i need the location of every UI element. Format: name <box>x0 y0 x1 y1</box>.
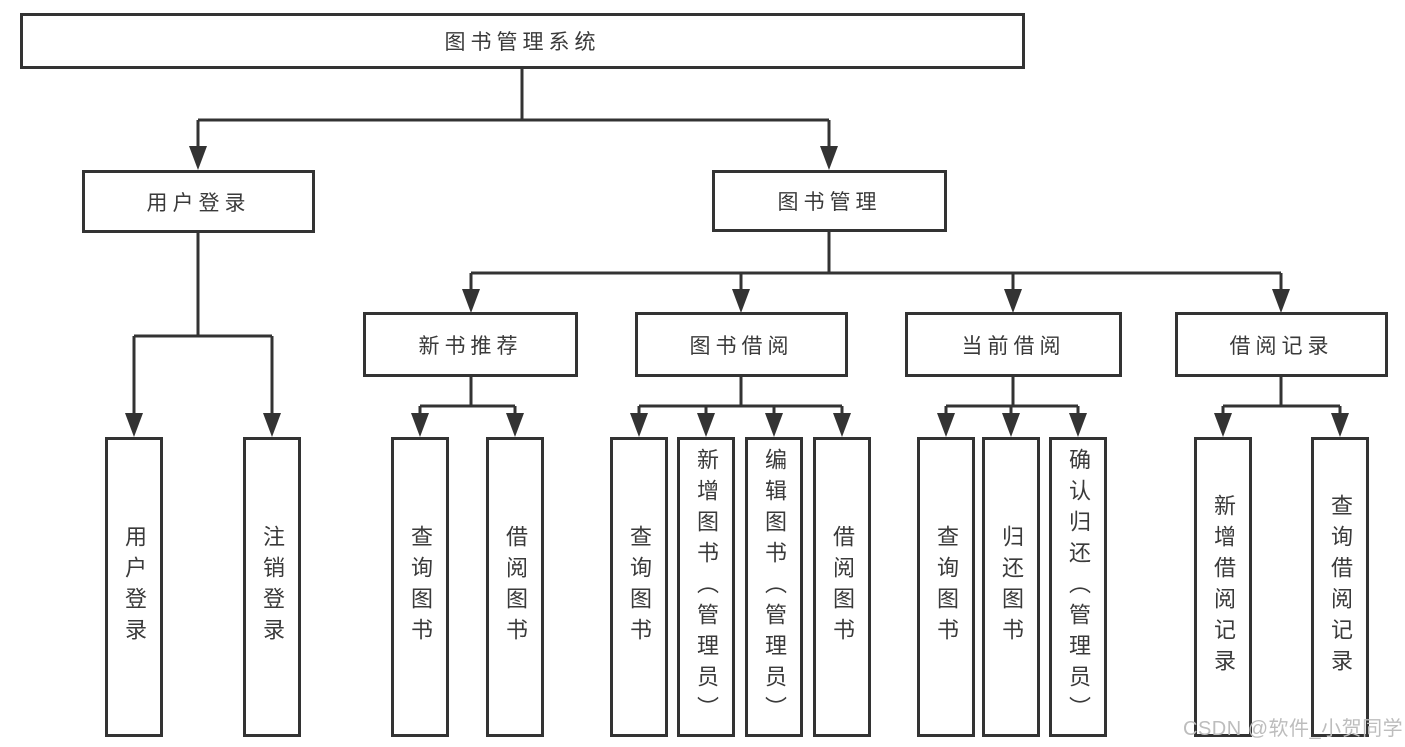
arrowhead <box>1069 413 1087 437</box>
arrowhead <box>732 289 750 313</box>
connector-newbook-branch <box>418 377 517 415</box>
node-new-book-recommend: 新书推荐 <box>363 312 578 377</box>
node-book-borrow: 图书借阅 <box>635 312 848 377</box>
arrowhead <box>1004 289 1022 313</box>
leaf-logout-label: 注销登录 <box>260 525 285 649</box>
leaf-borrow-add-books-admin: 新增图书（管理员） <box>677 437 735 737</box>
watermark: CSDN @软件_小贺同学 <box>1183 718 1404 740</box>
leaf-newbook-query-books: 查询图书 <box>391 437 449 737</box>
node-root-label: 图书管理系统 <box>444 31 601 54</box>
connector-currentborrow-branch <box>944 377 1080 415</box>
node-user-login: 用户登录 <box>82 170 315 233</box>
node-book-management-label: 图书管理 <box>777 191 882 214</box>
node-root: 图书管理系统 <box>20 13 1025 69</box>
connector-book-mgmt-trunk <box>469 232 1283 291</box>
node-book-management: 图书管理 <box>712 170 947 232</box>
arrowhead <box>1272 289 1290 313</box>
arrowhead <box>1331 413 1349 437</box>
connector-records-branch <box>1221 377 1342 415</box>
arrowhead <box>697 413 715 437</box>
leaf-newbook-borrow-books: 借阅图书 <box>486 437 544 737</box>
connector-user-login-branch <box>132 233 274 415</box>
leaf-user-login-label: 用户登录 <box>122 525 147 649</box>
arrowheads <box>125 146 1349 437</box>
leaf-borrow-add-books-admin-label: 新增图书（管理员） <box>694 447 719 727</box>
arrowhead <box>820 146 838 170</box>
arrowhead <box>833 413 851 437</box>
arrowhead <box>263 413 281 437</box>
leaf-logout: 注销登录 <box>243 437 301 737</box>
leaf-newbook-borrow-books-label: 借阅图书 <box>503 525 528 649</box>
leaf-current-confirm-return-admin: 确认归还（管理员） <box>1049 437 1107 737</box>
leaf-borrow-query-books: 查询图书 <box>610 437 668 737</box>
node-user-login-label: 用户登录 <box>146 191 251 215</box>
leaf-borrow-borrow-books-label: 借阅图书 <box>830 525 855 649</box>
leaf-current-query-books: 查询图书 <box>917 437 975 737</box>
node-current-borrow: 当前借阅 <box>905 312 1122 377</box>
connector-bookborrow-branch <box>637 377 844 415</box>
leaf-current-return-books-label: 归还图书 <box>999 525 1024 649</box>
leaf-borrow-edit-books-admin: 编辑图书（管理员） <box>745 437 803 737</box>
node-borrow-records: 借阅记录 <box>1175 312 1388 377</box>
connector-paths <box>132 69 1342 415</box>
arrowhead <box>765 413 783 437</box>
leaf-current-query-books-label: 查询图书 <box>934 525 959 649</box>
leaf-user-login: 用户登录 <box>105 437 163 737</box>
node-current-borrow-label: 当前借阅 <box>961 334 1066 358</box>
arrowhead <box>506 413 524 437</box>
leaf-records-add-record: 新增借阅记录 <box>1194 437 1252 737</box>
leaf-current-return-books: 归还图书 <box>982 437 1040 737</box>
leaf-borrow-edit-books-admin-label: 编辑图书（管理员） <box>762 447 787 727</box>
arrowhead <box>1002 413 1020 437</box>
arrowhead <box>937 413 955 437</box>
arrowhead <box>630 413 648 437</box>
arrowhead <box>462 289 480 313</box>
leaf-records-query-record-label: 查询借阅记录 <box>1328 494 1353 680</box>
node-new-book-recommend-label: 新书推荐 <box>418 334 523 358</box>
arrowhead <box>189 146 207 170</box>
node-borrow-records-label: 借阅记录 <box>1229 334 1334 358</box>
leaf-records-query-record: 查询借阅记录 <box>1311 437 1369 737</box>
arrowhead <box>125 413 143 437</box>
arrowhead <box>1214 413 1232 437</box>
leaf-borrow-borrow-books: 借阅图书 <box>813 437 871 737</box>
arrowhead <box>411 413 429 437</box>
leaf-records-add-record-label: 新增借阅记录 <box>1211 494 1236 680</box>
connector-root-trunk <box>196 69 831 148</box>
leaf-borrow-query-books-label: 查询图书 <box>627 525 652 649</box>
node-book-borrow-label: 图书借阅 <box>689 334 794 358</box>
leaf-newbook-query-books-label: 查询图书 <box>408 525 433 649</box>
leaf-current-confirm-return-admin-label: 确认归还（管理员） <box>1066 447 1091 727</box>
